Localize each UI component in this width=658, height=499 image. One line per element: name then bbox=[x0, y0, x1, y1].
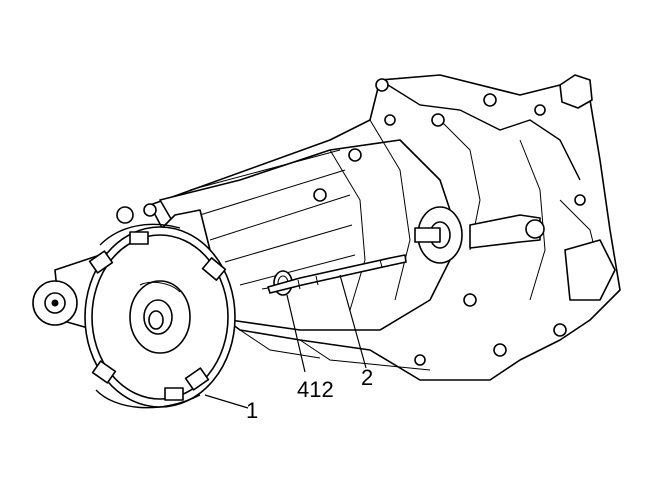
callout-leaders bbox=[204, 274, 367, 409]
leader-412 bbox=[286, 294, 306, 373]
leader-1 bbox=[204, 394, 249, 409]
transmission-case bbox=[149, 74, 621, 381]
turbine-shaft bbox=[261, 254, 407, 294]
torque-converter bbox=[84, 223, 236, 409]
callout-labels: 1 412 2 bbox=[246, 365, 373, 423]
leader-2 bbox=[339, 274, 367, 369]
callout-412: 412 bbox=[297, 377, 334, 402]
callout-2: 2 bbox=[361, 365, 373, 390]
callout-1: 1 bbox=[246, 398, 258, 423]
